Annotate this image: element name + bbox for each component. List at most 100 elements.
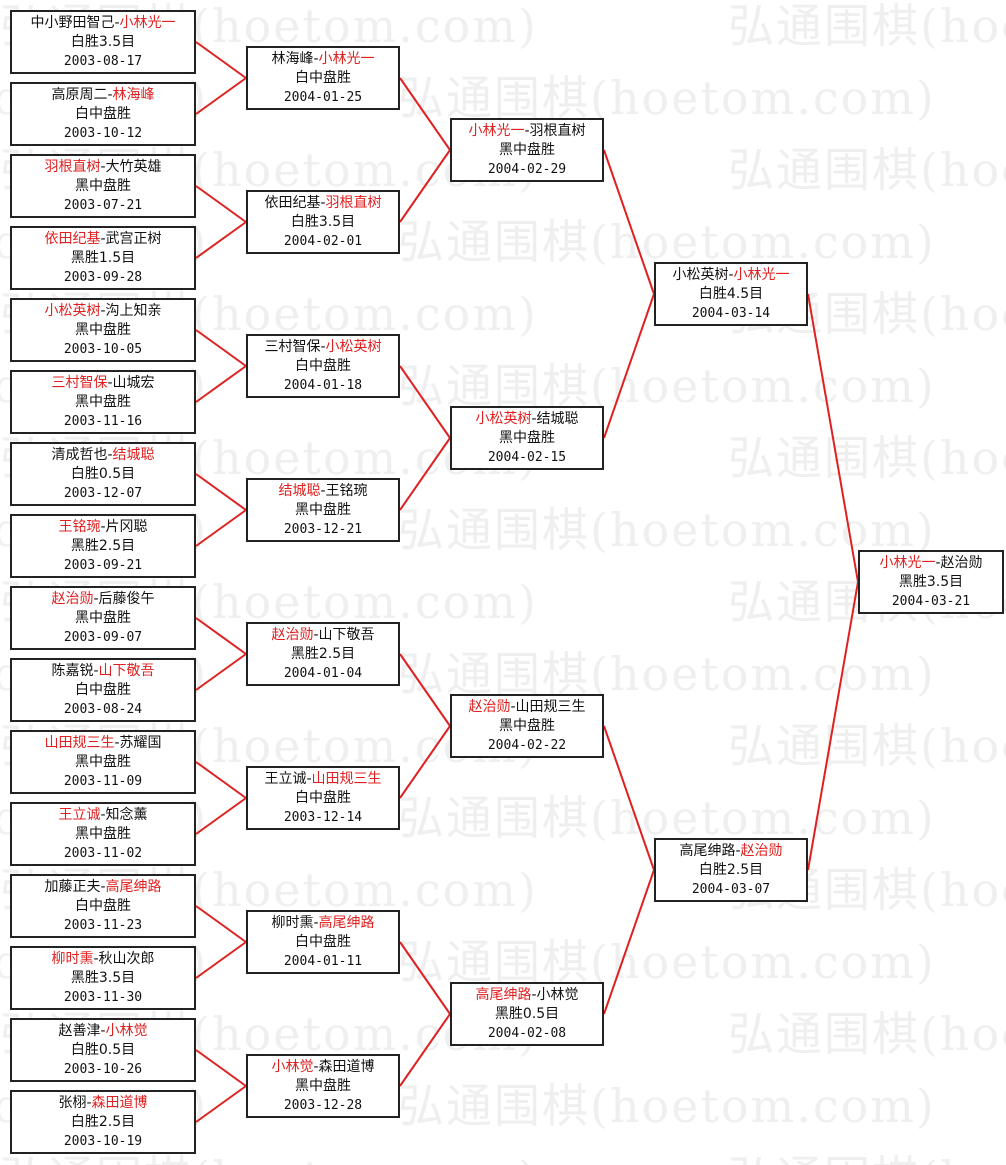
player-name: 苏耀国 bbox=[119, 735, 162, 751]
match-result: 白胜2.5目 bbox=[698, 862, 764, 878]
player-name: 王铭琬 bbox=[325, 483, 368, 499]
match-result: 黑中盘胜 bbox=[499, 142, 555, 158]
bracket-connector bbox=[195, 221, 247, 259]
player-name: 结城聪 bbox=[536, 411, 579, 427]
player-name: 高原周二 bbox=[51, 87, 108, 103]
winner-name: 赵治勋 bbox=[51, 591, 94, 607]
bracket-connector bbox=[603, 149, 655, 295]
player-name: 片冈聪 bbox=[105, 519, 148, 535]
match-players: 三村智保-小松英树 bbox=[248, 338, 398, 357]
winner-name: 小松英树 bbox=[44, 303, 101, 319]
bracket-connector bbox=[195, 365, 247, 403]
match-date: 2003-12-14 bbox=[283, 810, 363, 825]
match-result: 白中盘胜 bbox=[75, 106, 131, 122]
winner-name: 小林觉 bbox=[271, 1059, 314, 1075]
separator: - bbox=[531, 411, 537, 427]
match-players: 三村智保-山城宏 bbox=[12, 374, 194, 393]
match-box[interactable]: 结城聪-王铭琬黑中盘胜 2003-12-21 bbox=[246, 478, 400, 542]
match-result: 黑胜3.5目 bbox=[898, 574, 964, 590]
bracket-connector bbox=[195, 185, 247, 223]
separator: - bbox=[531, 987, 537, 1003]
match-date: 2004-01-18 bbox=[283, 378, 363, 393]
bracket-connector bbox=[195, 329, 247, 367]
match-players: 高尾绅路-赵治勋 bbox=[656, 842, 806, 861]
winner-name: 结城聪 bbox=[112, 447, 155, 463]
match-result: 白胜3.5目 bbox=[290, 214, 356, 230]
match-players: 小林觉-森田道博 bbox=[248, 1058, 398, 1077]
separator: - bbox=[100, 303, 106, 319]
match-result: 黑中盘胜 bbox=[75, 754, 131, 770]
player-name: 山城宏 bbox=[112, 375, 155, 391]
match-result: 白胜0.5目 bbox=[70, 1042, 136, 1058]
separator: - bbox=[320, 339, 326, 355]
match-result: 黑中盘胜 bbox=[75, 178, 131, 194]
match-date: 2004-01-25 bbox=[283, 90, 363, 105]
match-date: 2003-12-21 bbox=[283, 522, 363, 537]
bracket-connector bbox=[603, 725, 655, 871]
match-result: 白中盘胜 bbox=[295, 934, 351, 950]
bracket-connector bbox=[399, 149, 451, 223]
player-name: 知念薰 bbox=[105, 807, 148, 823]
player-name: 小林觉 bbox=[536, 987, 579, 1003]
winner-name: 小松英树 bbox=[325, 339, 382, 355]
bracket-connector bbox=[807, 293, 859, 583]
bracket-connector bbox=[399, 725, 451, 799]
match-date: 2004-02-15 bbox=[487, 450, 567, 465]
separator: - bbox=[510, 699, 516, 715]
match-result: 黑中盘胜 bbox=[295, 502, 351, 518]
match-result: 黑胜2.5目 bbox=[70, 538, 136, 554]
winner-name: 结城聪 bbox=[278, 483, 321, 499]
player-name: 王立诚 bbox=[264, 771, 307, 787]
winner-name: 王立诚 bbox=[58, 807, 101, 823]
match-players: 王铭琬-片冈聪 bbox=[12, 518, 194, 537]
player-name: 张栩 bbox=[58, 1095, 87, 1111]
separator: - bbox=[114, 735, 120, 751]
match-date: 2004-02-01 bbox=[283, 234, 363, 249]
match-box[interactable]: 依田纪基-羽根直树白胜3.5目 2004-02-01 bbox=[246, 190, 400, 254]
winner-name: 高尾绅路 bbox=[105, 879, 162, 895]
separator: - bbox=[100, 1023, 106, 1039]
separator: - bbox=[320, 483, 326, 499]
separator: - bbox=[107, 87, 113, 103]
bracket-connector bbox=[807, 581, 859, 871]
match-players: 中小野田智己-小林光一 bbox=[12, 14, 194, 33]
match-players: 依田纪基-羽根直树 bbox=[248, 194, 398, 213]
match-result: 白胜0.5目 bbox=[70, 466, 136, 482]
player-name: 清成哲也 bbox=[51, 447, 108, 463]
winner-name: 依田纪基 bbox=[44, 231, 101, 247]
match-result: 白中盘胜 bbox=[295, 70, 351, 86]
winner-name: 赵治勋 bbox=[740, 843, 783, 859]
bracket-connector bbox=[195, 797, 247, 835]
separator: - bbox=[313, 627, 319, 643]
